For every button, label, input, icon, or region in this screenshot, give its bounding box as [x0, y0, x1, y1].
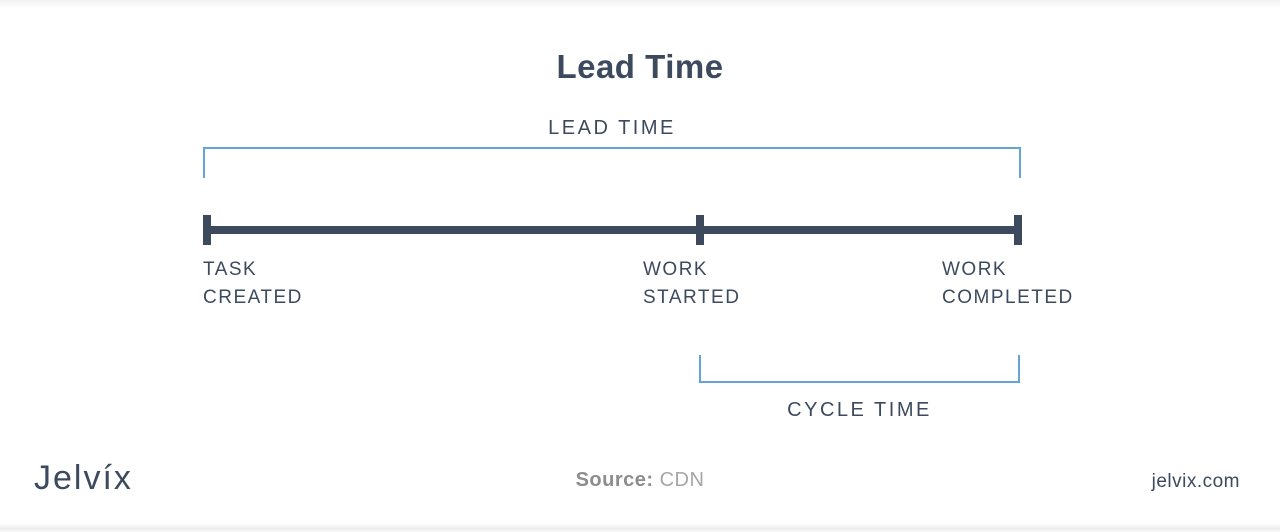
- source-credit: Source:CDN: [0, 469, 1280, 492]
- milestone-task-created: TASK CREATED: [203, 256, 303, 312]
- source-label: Source:: [575, 469, 654, 491]
- jelvix-logo: Jelvíx: [34, 459, 133, 497]
- cycle-time-bracket-label: CYCLE TIME: [787, 399, 932, 421]
- tick-work-completed: [1014, 215, 1022, 245]
- timeline-bar: [203, 226, 1022, 234]
- milestone-label-line1: TASK: [203, 259, 258, 280]
- top-edge-shadow: [0, 0, 1280, 8]
- cycle-time-bracket: [699, 355, 1020, 383]
- source-value: CDN: [659, 469, 705, 491]
- tick-work-started: [696, 215, 704, 245]
- lead-time-bracket: [203, 147, 1021, 178]
- milestone-work-completed: WORK COMPLETED: [942, 256, 1074, 312]
- milestone-label-line2: STARTED: [643, 287, 741, 308]
- milestone-label-line2: COMPLETED: [942, 287, 1074, 308]
- website-url: jelvix.com: [1151, 471, 1240, 492]
- milestone-label-line1: WORK: [643, 259, 709, 280]
- bottom-edge-shadow: [0, 523, 1280, 532]
- milestone-label-line2: CREATED: [203, 287, 303, 308]
- lead-time-bracket-label: LEAD TIME: [548, 117, 676, 139]
- page-title: Lead Time: [556, 48, 724, 85]
- milestone-work-started: WORK STARTED: [643, 256, 740, 312]
- timeline: [203, 215, 1022, 245]
- milestone-label-line1: WORK: [942, 259, 1008, 280]
- tick-task-created: [203, 215, 211, 245]
